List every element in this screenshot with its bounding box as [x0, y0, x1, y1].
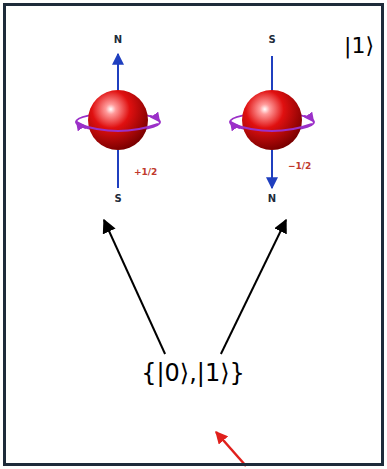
spin-down-figure — [230, 56, 314, 188]
spin-axis — [117, 54, 119, 92]
orbit-front — [232, 124, 312, 131]
sphere — [88, 90, 148, 150]
sphere — [242, 90, 302, 150]
spin-axis — [271, 56, 273, 92]
spin-up-figure — [76, 54, 160, 188]
orbit-arrow — [77, 122, 86, 128]
connector-arrow — [221, 220, 286, 354]
basis-set-node: {|0⟩,|1⟩} — [137, 358, 249, 388]
pointer-arrow — [216, 432, 246, 466]
spin-value: +1/2 — [134, 168, 157, 178]
spin-axis — [271, 150, 273, 188]
axis-hidden — [118, 90, 119, 150]
orbit-front — [78, 124, 158, 131]
spin-down-node: S N −1/2 — [222, 30, 322, 212]
basis-set: {|0⟩,|1⟩} — [137, 358, 249, 388]
spin-value: −1/2 — [288, 162, 311, 172]
spin-up-node: N S +1/2 — [68, 30, 168, 212]
pole-label: S — [114, 193, 121, 204]
connector-arrow — [104, 220, 165, 354]
pole-label: N — [114, 34, 122, 45]
orbit-arrow — [150, 116, 159, 121]
orbit-arrow — [304, 116, 313, 121]
orbit-arrow — [231, 122, 240, 128]
pole-label: S — [268, 34, 275, 45]
frame-box: |1⟩NS+1/2SN−1/2{|0⟩,|1⟩} — [3, 3, 384, 466]
pole-label: N — [268, 193, 276, 204]
spin-axis — [117, 150, 119, 188]
ket-label: |1⟩ — [344, 34, 374, 58]
